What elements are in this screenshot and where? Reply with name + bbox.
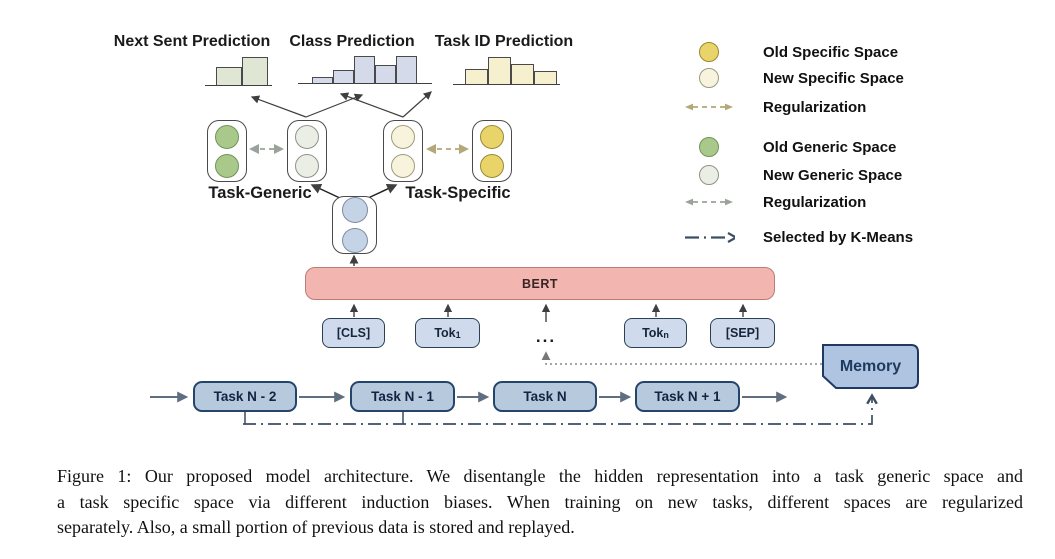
figure-caption: Figure 1: Our proposed model architectur… bbox=[57, 464, 1023, 541]
hidden-representation-circle bbox=[341, 197, 368, 223]
hidden-representation-circle bbox=[341, 227, 368, 253]
histogram-bar bbox=[333, 70, 354, 83]
task-id-prediction-chart bbox=[453, 54, 560, 85]
histogram-bar bbox=[216, 67, 242, 85]
next-sent-prediction-label: Next Sent Prediction bbox=[113, 33, 271, 50]
task-n-box: Task N bbox=[493, 381, 597, 412]
legend-label: Old Generic Space bbox=[763, 138, 897, 156]
histogram-bar bbox=[488, 57, 511, 84]
token-cls-label: [CLS] bbox=[336, 326, 371, 340]
legend-row-old-specific: Old Specific Space bbox=[683, 41, 898, 63]
histogram-bar bbox=[375, 65, 396, 83]
legend-row-old-generic: Old Generic Space bbox=[683, 136, 896, 158]
regularization-arrow-icon bbox=[683, 196, 735, 208]
regularization-arrow-icon bbox=[683, 101, 735, 113]
histogram-bar bbox=[312, 77, 333, 83]
token-ellipsis: ... bbox=[527, 326, 565, 348]
new-specific-circle bbox=[391, 153, 415, 178]
token-tok1-label: Tok bbox=[434, 326, 456, 340]
token-tokn-subscript: n bbox=[663, 330, 669, 340]
legend-label: New Specific Space bbox=[763, 69, 904, 87]
task-n-minus-1-box: Task N - 1 bbox=[350, 381, 455, 412]
histogram-bar bbox=[242, 57, 268, 85]
new-specific-circle bbox=[391, 124, 415, 149]
task-n-minus-2-box: Task N - 2 bbox=[193, 381, 297, 412]
legend-row-new-generic: New Generic Space bbox=[683, 164, 902, 186]
kmeans-arrow-icon bbox=[683, 231, 735, 244]
old-generic-circle-swatch bbox=[683, 137, 735, 157]
hidden-representation-box bbox=[332, 196, 377, 254]
old-generic-circle bbox=[215, 124, 239, 149]
old-generic-space-box bbox=[207, 120, 247, 182]
old-specific-circle bbox=[480, 124, 504, 149]
histogram-bar bbox=[534, 71, 557, 84]
task-generic-label: Task-Generic bbox=[208, 184, 312, 202]
legend-label: Regularization bbox=[763, 98, 867, 116]
class-prediction-chart bbox=[298, 53, 432, 84]
histogram-bar bbox=[396, 56, 417, 83]
old-specific-circle-swatch bbox=[683, 42, 735, 62]
memory-box-label: Memory bbox=[839, 357, 902, 375]
memory-replay-dotted-arrow bbox=[541, 351, 822, 365]
class-prediction-label: Class Prediction bbox=[289, 33, 415, 50]
task-specific-label: Task-Specific bbox=[405, 184, 511, 202]
legend-row-regularization-generic: Regularization bbox=[683, 191, 866, 213]
arrow-specific-to-taskid bbox=[402, 91, 432, 118]
legend-row-new-specific: New Specific Space bbox=[683, 67, 904, 89]
bert-box: BERT bbox=[305, 267, 775, 300]
memory-box bbox=[822, 344, 919, 389]
legend-row-kmeans: Selected by K-Means bbox=[683, 226, 913, 248]
histogram-bar bbox=[354, 56, 375, 83]
old-specific-circle bbox=[480, 153, 504, 178]
caption-line-1: Figure 1: Our proposed model architectur… bbox=[57, 466, 1023, 486]
next-sent-prediction-chart bbox=[205, 54, 272, 86]
old-specific-space-box bbox=[472, 120, 512, 182]
new-generic-circle bbox=[295, 153, 319, 178]
legend-label: New Generic Space bbox=[763, 166, 903, 184]
new-generic-circle bbox=[295, 124, 319, 149]
new-generic-circle-swatch bbox=[683, 165, 735, 185]
new-specific-space-box bbox=[383, 120, 423, 182]
token-cls: [CLS] bbox=[322, 318, 385, 348]
arrow-specific-to-class bbox=[339, 92, 404, 118]
legend-row-regularization-specific: Regularization bbox=[683, 96, 866, 118]
token-tokn-label: Tok bbox=[642, 326, 664, 340]
new-specific-circle-swatch bbox=[683, 68, 735, 88]
task-id-prediction-label: Task ID Prediction bbox=[434, 33, 574, 50]
token-sep-label: [SEP] bbox=[725, 326, 760, 340]
histogram-bar bbox=[465, 69, 488, 84]
caption-line-3: separately. Also, a small portion of pre… bbox=[57, 517, 575, 537]
legend-label: Selected by K-Means bbox=[763, 228, 914, 246]
arrow-generic-to-nextsent bbox=[250, 95, 307, 118]
task-n-plus-1-box: Task N + 1 bbox=[635, 381, 740, 412]
new-generic-space-box bbox=[287, 120, 327, 182]
legend-label: Old Specific Space bbox=[763, 43, 899, 61]
kmeans-selection-line bbox=[243, 393, 878, 425]
old-generic-circle bbox=[215, 153, 239, 178]
legend-label: Regularization bbox=[763, 193, 867, 211]
histogram-bar bbox=[511, 64, 534, 84]
token-tok1-subscript: 1 bbox=[455, 330, 461, 340]
caption-line-2: a task specific space via different indu… bbox=[57, 491, 1023, 512]
token-sep: [SEP] bbox=[710, 318, 775, 348]
token-ellipsis-label: ... bbox=[535, 327, 557, 346]
